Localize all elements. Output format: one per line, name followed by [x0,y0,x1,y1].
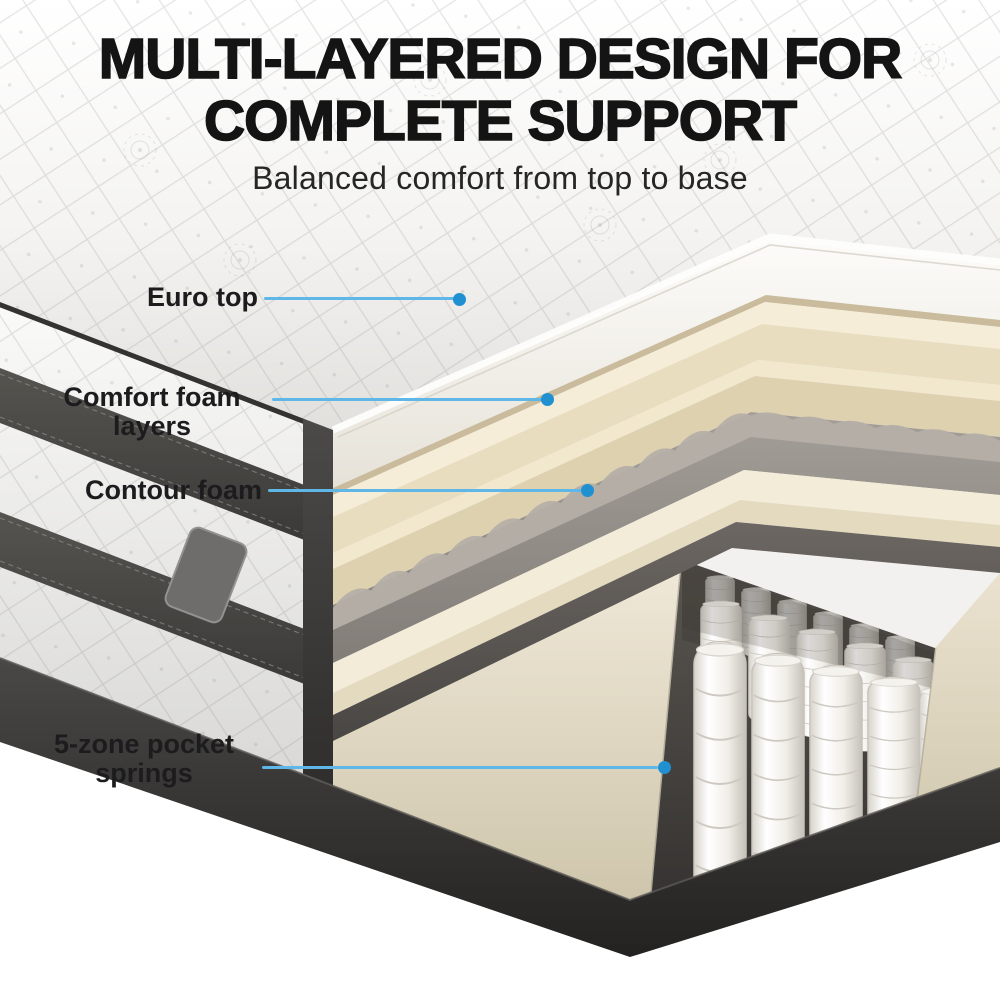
euro-top-layer-face [333,237,1000,488]
header: MULTI-LAYERED DESIGN FOR COMPLETE SUPPOR… [0,27,1000,197]
comfort-foam-2-top-surface [333,360,1000,569]
page-subtitle: Balanced comfort from top to base [252,160,748,196]
callout-label-pocket-springs: 5-zone pocket springs [53,729,235,789]
mattress-base [0,657,1000,957]
encasement-top-edge [333,500,1000,715]
side-handle-patch [164,526,248,624]
comfort-foam-layer-1 [333,324,1000,553]
cut-edge-strip [303,418,333,786]
euro-top-lip [331,233,1000,434]
encasement-top-surface [333,470,1000,693]
comfort-foam-layer-2 [333,376,1000,605]
callout-dot-comfort-foam [541,393,554,406]
callout-label-comfort-foam: Comfort foam layers [63,382,241,442]
callout-line-contour-foam [268,489,582,492]
contour-foam-layer [333,412,1000,663]
callout-label-contour-foam: Contour foam [85,475,262,505]
layer-stack [333,237,1000,741]
page-title-line1: MULTI-LAYERED DESIGN FOR [98,27,903,91]
callout-line-euro-top [264,297,454,300]
callout-line-comfort-foam [272,398,542,401]
quilted-top-surface [0,0,1000,438]
encasement-right-wall [912,573,1000,835]
frame-rail [333,522,1000,741]
callout-label-euro-top: Euro top [147,282,258,312]
comfort-foam-top-surface [333,302,1000,517]
callout-dot-contour-foam [581,484,594,497]
side-panel-band-upper [0,368,333,551]
tape-edge [333,295,1000,495]
callout-line-pocket-springs [262,766,658,769]
callout-dot-pocket-springs [658,761,671,774]
callout-dot-euro-top [453,293,466,306]
page-title-line2: COMPLETE SUPPORT [203,89,798,153]
contour-foam-wave [333,412,1000,630]
